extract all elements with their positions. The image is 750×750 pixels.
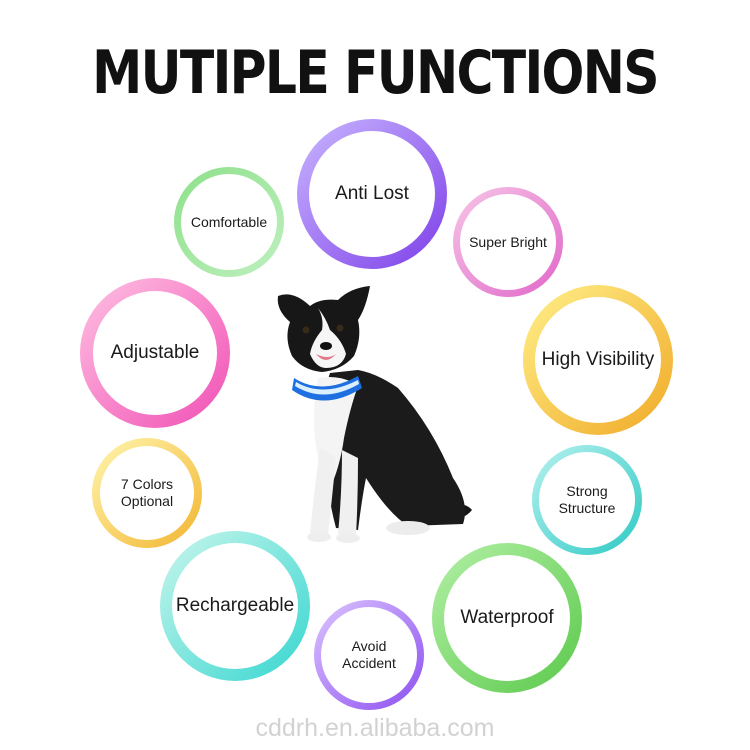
feature-label: Strong Structure [558, 483, 616, 516]
feature-ring-seven-colors: 7 Colors Optional [92, 438, 202, 548]
feature-label: Avoid Accident [342, 638, 396, 671]
feature-ring-super-bright: Super Bright [453, 187, 563, 297]
feature-ring-strong-structure: Strong Structure [532, 445, 642, 555]
feature-ring-adjustable: Adjustable [80, 278, 230, 428]
feature-label: High Visibility [541, 348, 655, 370]
feature-ring-high-visibility: High Visibility [523, 285, 673, 435]
feature-label: Waterproof [460, 606, 554, 628]
feature-label: Adjustable [110, 341, 200, 363]
feature-label: Comfortable [190, 213, 268, 230]
feature-ring-waterproof: Waterproof [432, 543, 582, 693]
watermark-text: cddrh.en.alibaba.com [255, 714, 495, 742]
page-title: MUTIPLE FUNCTIONS [92, 38, 659, 108]
feature-label: Super Bright [469, 233, 547, 250]
dog-image [277, 286, 472, 543]
feature-ring-rechargeable: Rechargeable [160, 531, 310, 681]
feature-ring-avoid-accident: Avoid Accident [314, 600, 424, 710]
feature-ring-anti-lost: Anti Lost [297, 119, 447, 269]
feature-label: 7 Colors Optional [120, 476, 174, 509]
feature-label: Anti Lost [335, 182, 409, 204]
feature-ring-comfortable: Comfortable [174, 167, 284, 277]
feature-label: Rechargeable [175, 594, 295, 616]
